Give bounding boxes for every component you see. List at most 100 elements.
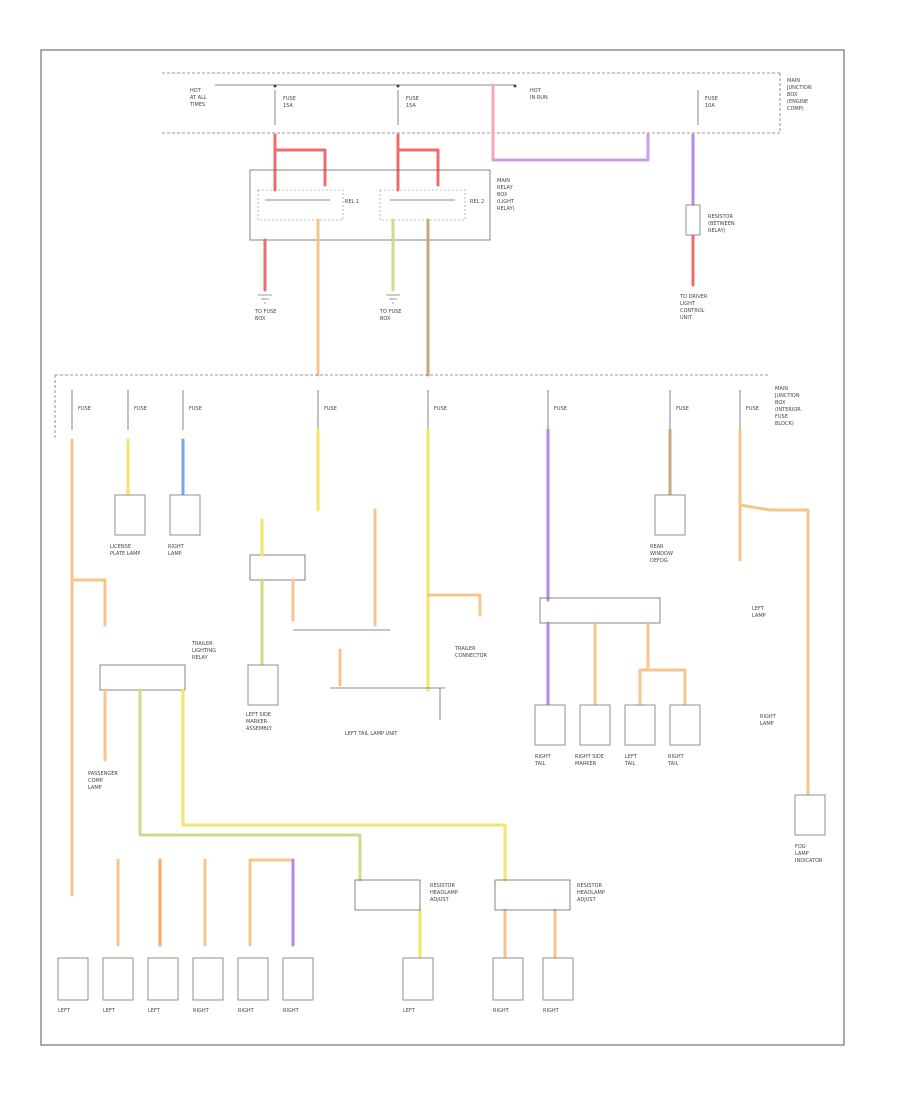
svg-text:HEADLAMP: HEADLAMP	[577, 890, 605, 896]
fuse-label: FUSE	[78, 406, 91, 412]
svg-text:LAMP: LAMP	[168, 551, 182, 557]
svg-text:UNIT: UNIT	[680, 315, 693, 321]
svg-text:COMP.: COMP.	[88, 778, 104, 784]
lamp-label: RIGHT	[238, 1008, 255, 1014]
svg-text:CONNECTOR: CONNECTOR	[455, 653, 488, 659]
svg-text:IN RUN: IN RUN	[530, 95, 548, 101]
svg-text:ASSEMBLY: ASSEMBLY	[246, 726, 273, 732]
svg-text:RESISTOR: RESISTOR	[708, 214, 733, 220]
svg-text:LIGHT: LIGHT	[680, 301, 696, 307]
lamp-box	[402, 957, 434, 1001]
lamp-label: LEFT	[58, 1008, 71, 1014]
svg-text:MAIN: MAIN	[787, 78, 800, 84]
svg-text:HOT: HOT	[190, 88, 202, 94]
svg-text:RELAY: RELAY	[497, 185, 514, 191]
svg-text:PLATE LAMP: PLATE LAMP	[110, 551, 140, 557]
svg-text:LAMP: LAMP	[88, 785, 102, 791]
svg-text:BOX: BOX	[255, 316, 266, 322]
svg-text:ADJUST: ADJUST	[577, 897, 597, 903]
svg-text:LICENSE: LICENSE	[110, 544, 131, 550]
svg-text:LEFT SIDE: LEFT SIDE	[246, 712, 271, 718]
svg-text:MARKER: MARKER	[575, 761, 597, 767]
relay-feed-wires	[273, 83, 695, 287]
svg-text:(INTERIOR: (INTERIOR	[775, 407, 801, 413]
fuse-label: FUSE	[189, 406, 202, 412]
svg-text:WINDOW: WINDOW	[650, 551, 673, 557]
svg-text:LAMP: LAMP	[760, 721, 774, 727]
svg-text:TO FUSE: TO FUSE	[254, 309, 276, 315]
branch-wires	[70, 428, 810, 897]
lamp-label: RIGHT	[493, 1008, 510, 1014]
svg-text:TAIL: TAIL	[534, 761, 546, 767]
svg-text:TIMES: TIMES	[189, 102, 205, 108]
svg-text:15A: 15A	[406, 103, 416, 109]
svg-text:PASSENGER: PASSENGER	[88, 771, 118, 777]
lamp-label: LEFT	[148, 1008, 161, 1014]
svg-text:LEFT: LEFT	[625, 754, 638, 760]
svg-text:TAIL: TAIL	[667, 761, 679, 767]
svg-text:TRAILER: TRAILER	[191, 641, 213, 647]
lamp-label: RIGHT	[543, 1008, 560, 1014]
diagram-frame	[40, 49, 845, 1046]
svg-text:REL 2: REL 2	[470, 199, 484, 205]
svg-text:RIGHT: RIGHT	[668, 754, 685, 760]
svg-text:FUSE: FUSE	[283, 96, 296, 102]
svg-text:TRAILER: TRAILER	[454, 646, 476, 652]
svg-text:RESISTOR: RESISTOR	[577, 883, 602, 889]
lamp-box	[102, 957, 134, 1001]
svg-text:FUSE: FUSE	[705, 96, 718, 102]
svg-text:BOX: BOX	[787, 92, 798, 98]
lamp-box	[57, 957, 89, 1001]
svg-text:RIGHT SIDE: RIGHT SIDE	[575, 754, 604, 760]
lamp-box	[282, 957, 314, 1001]
lamp-label: RIGHT	[283, 1008, 300, 1014]
svg-text:MAIN: MAIN	[497, 178, 510, 184]
svg-text:RIGHT: RIGHT	[535, 754, 552, 760]
svg-text:RIGHT: RIGHT	[168, 544, 185, 550]
svg-text:MARKER: MARKER	[246, 719, 268, 725]
lamp-box	[542, 957, 574, 1001]
svg-text:LAMP: LAMP	[752, 613, 766, 619]
svg-text:RIGHT: RIGHT	[760, 714, 777, 720]
svg-text:BOX: BOX	[380, 316, 391, 322]
fuse-label: FUSE	[676, 406, 689, 412]
fuse-label: FUSE	[554, 406, 567, 412]
lamp-box	[492, 957, 524, 1001]
lamp-box	[237, 957, 269, 1001]
svg-text:COMP): COMP)	[787, 106, 804, 112]
svg-text:JUNCTION: JUNCTION	[786, 85, 812, 91]
svg-text:LEFT: LEFT	[752, 606, 765, 612]
svg-text:(BETWEEN: (BETWEEN	[708, 221, 735, 227]
svg-text:BLOCK): BLOCK)	[775, 421, 794, 427]
svg-text:BOX: BOX	[497, 192, 508, 198]
fuse-label: FUSE	[134, 406, 147, 412]
svg-text:AT ALL: AT ALL	[190, 95, 207, 101]
svg-text:LEFT TAIL LAMP UNIT: LEFT TAIL LAMP UNIT	[345, 731, 398, 737]
svg-text:FOG: FOG	[795, 844, 806, 850]
svg-text:TO DRIVER: TO DRIVER	[679, 294, 708, 300]
relay-output-wires	[263, 218, 430, 377]
svg-text:MAIN: MAIN	[775, 386, 788, 392]
svg-text:REAR: REAR	[650, 544, 664, 550]
lamp-label: LEFT	[403, 1008, 416, 1014]
svg-text:REL 1: REL 1	[345, 199, 359, 205]
svg-text:15A: 15A	[283, 103, 293, 109]
svg-text:CONTROL: CONTROL	[680, 308, 705, 314]
svg-text:RELAY): RELAY)	[708, 228, 726, 234]
svg-text:JUNCTION: JUNCTION	[774, 393, 800, 399]
fuse-label: FUSE	[746, 406, 759, 412]
bottom-branch-wires	[116, 858, 557, 962]
svg-text:BOX: BOX	[775, 400, 786, 406]
fuse-label: FUSE	[324, 406, 337, 412]
